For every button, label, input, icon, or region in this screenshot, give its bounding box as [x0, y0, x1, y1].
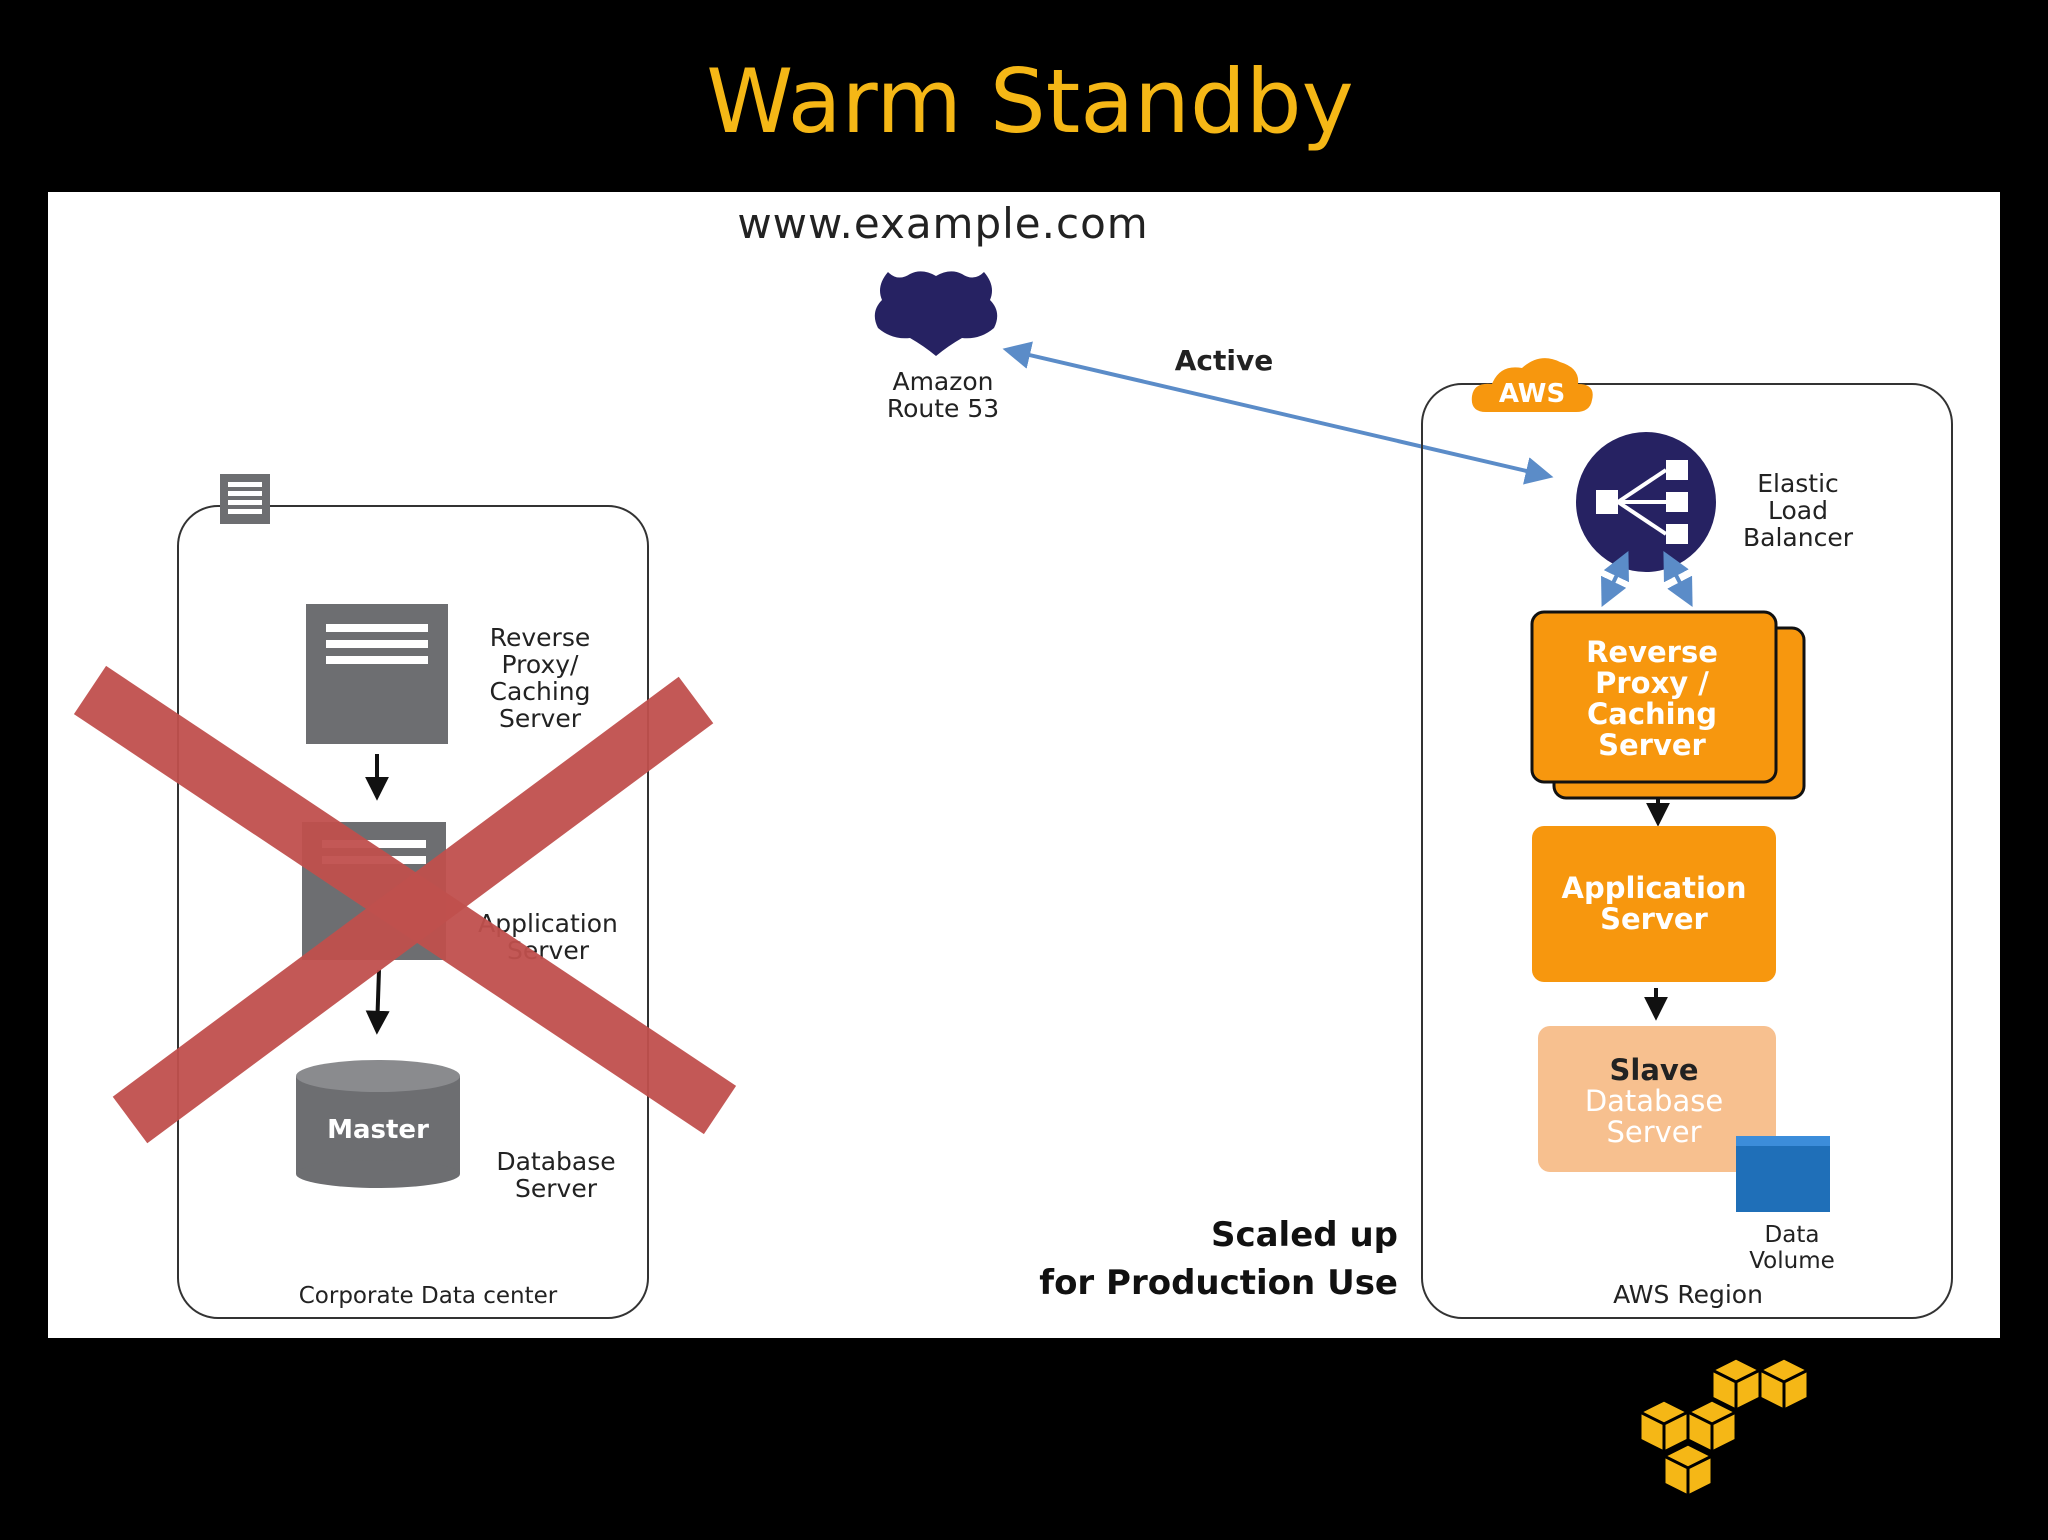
- active-connection-arrow: [1002, 341, 1554, 485]
- aws-region-label: AWS Region: [1613, 1280, 1763, 1309]
- aws-logo-cubes-icon: [1638, 1356, 1810, 1498]
- corporate-proxy-server-icon: [306, 604, 448, 744]
- elb-arrow-left: [1601, 550, 1629, 608]
- slide-title: Warm Standby: [706, 50, 1354, 153]
- note-line2: for Production Use: [1039, 1263, 1398, 1303]
- database-cylinder-icon: [296, 1060, 460, 1188]
- aws-badge-label: AWS: [1499, 379, 1565, 409]
- elb-arrow-right: [1663, 551, 1693, 607]
- corporate-datacenter-icon: [220, 474, 270, 524]
- corporate-proxy-label-2: Proxy/: [502, 650, 579, 679]
- failure-cross-icon: [73, 665, 737, 1144]
- corporate-proxy-label-4: Server: [499, 704, 582, 733]
- corporate-arrow-app-to-db: [365, 969, 390, 1035]
- aws-proxy-label-3: Caching: [1587, 697, 1717, 731]
- aws-app-label-2: Server: [1600, 902, 1708, 936]
- corporate-region-label: Corporate Data center: [299, 1283, 558, 1309]
- aws-proxy-label-4: Server: [1598, 728, 1706, 762]
- volume-label-2: Volume: [1749, 1248, 1835, 1274]
- elb-label-3: Balancer: [1743, 523, 1854, 552]
- aws-db-label-top: Slave: [1610, 1053, 1699, 1087]
- aws-cloud-badge-icon: [1471, 358, 1593, 412]
- elb-icon: [1576, 432, 1716, 572]
- data-volume-icon: [1736, 1136, 1830, 1212]
- corporate-datacenter-region: [177, 505, 649, 1319]
- corporate-proxy-label-3: Caching: [489, 677, 590, 706]
- aws-db-server: [1538, 1026, 1776, 1172]
- route53-label-line1: Amazon: [892, 367, 993, 396]
- corporate-db-label-2: Server: [515, 1174, 598, 1203]
- corporate-db-label-1: Database: [496, 1147, 615, 1176]
- aws-proxy-label-1: Reverse: [1586, 635, 1718, 669]
- aws-db-label-3: Server: [1606, 1115, 1701, 1149]
- route53-label-line2: Route 53: [887, 394, 999, 423]
- aws-app-server: [1532, 826, 1776, 982]
- volume-label-1: Data: [1765, 1222, 1820, 1248]
- note-line1: Scaled up: [1211, 1215, 1398, 1255]
- corporate-proxy-label-1: Reverse: [490, 623, 591, 652]
- aws-proxy-label-2: Proxy /: [1595, 666, 1709, 700]
- elb-label-1: Elastic: [1757, 469, 1839, 498]
- active-label: Active: [1175, 344, 1274, 377]
- elb-label-2: Load: [1768, 496, 1828, 525]
- route53-shield-icon: [874, 271, 998, 356]
- aws-proxy-server: [1530, 610, 1778, 784]
- aws-db-label-2: Database: [1585, 1084, 1723, 1118]
- domain-label: www.example.com: [737, 199, 1148, 248]
- aws-app-label-1: Application: [1562, 871, 1747, 905]
- master-db-label: Master: [327, 1115, 429, 1145]
- aws-region: [1421, 383, 1953, 1319]
